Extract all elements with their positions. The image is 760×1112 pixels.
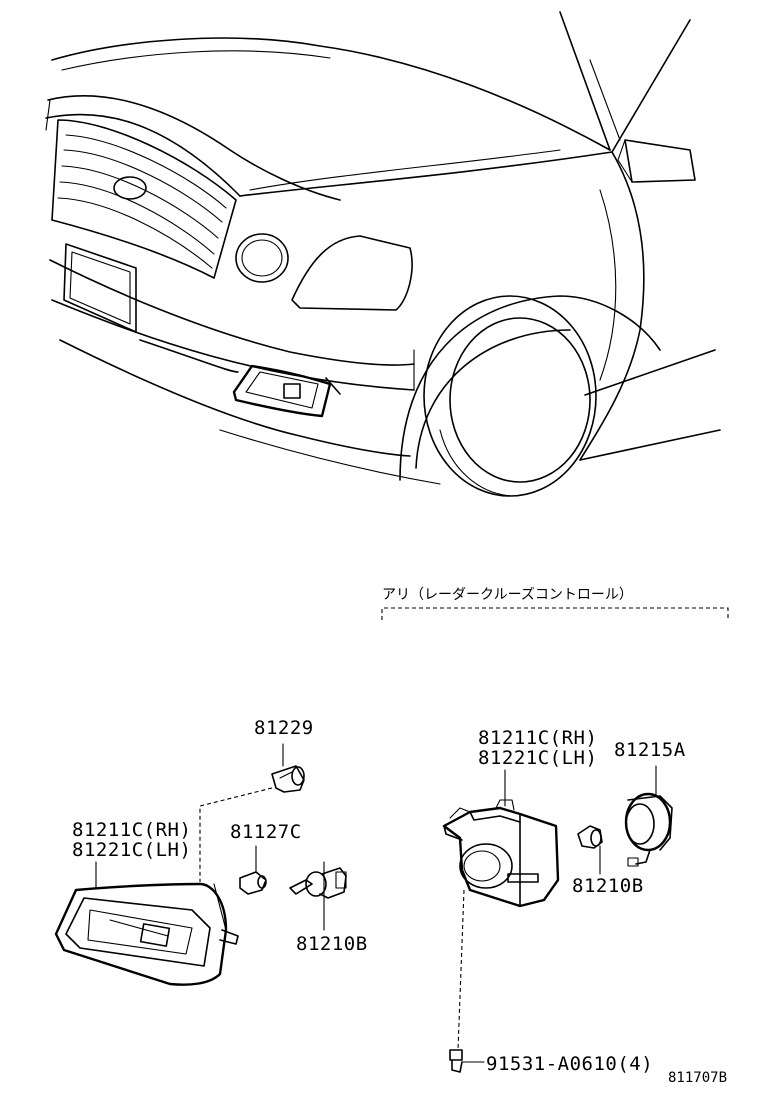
option-bracket (381, 607, 729, 620)
option-label: アリ（レーダークルーズコントロール） (382, 587, 633, 603)
left-fog-lamp-assembly (54, 743, 347, 986)
part-number-lamp-rh-right[interactable]: 81211C(RH) (478, 727, 598, 749)
bolt-shape (449, 1049, 463, 1073)
diagram-id: 811707B (668, 1070, 728, 1086)
vehicle-illustration (45, 11, 721, 497)
right-fog-lamp-assembly (442, 765, 673, 1073)
part-number-lamp-lh-left[interactable]: 81221C(LH) (72, 839, 192, 861)
part-number-81215a[interactable]: 81215A (614, 739, 686, 761)
bulb-right-shape (577, 825, 603, 849)
projector-lamp-shape (442, 799, 560, 908)
part-number-lamp-lh-right[interactable]: 81221C(LH) (478, 747, 598, 769)
cover-81215a-shape (624, 792, 673, 867)
part-number-81127c[interactable]: 81127C (230, 821, 302, 843)
part-number-bulb-left[interactable]: 81210B (296, 933, 368, 955)
part-number-bulb-right[interactable]: 81210B (572, 875, 644, 897)
grommet-81127c-shape (239, 871, 267, 895)
socket-81229-shape (271, 765, 305, 793)
part-number-bolt[interactable]: 91531-A0610(4) (486, 1053, 654, 1075)
part-number-81229[interactable]: 81229 (254, 717, 314, 739)
part-number-lamp-rh-left[interactable]: 81211C(RH) (72, 819, 192, 841)
lamp-housing-left-shape (54, 882, 239, 986)
bulb-81210b-shape (289, 867, 347, 899)
